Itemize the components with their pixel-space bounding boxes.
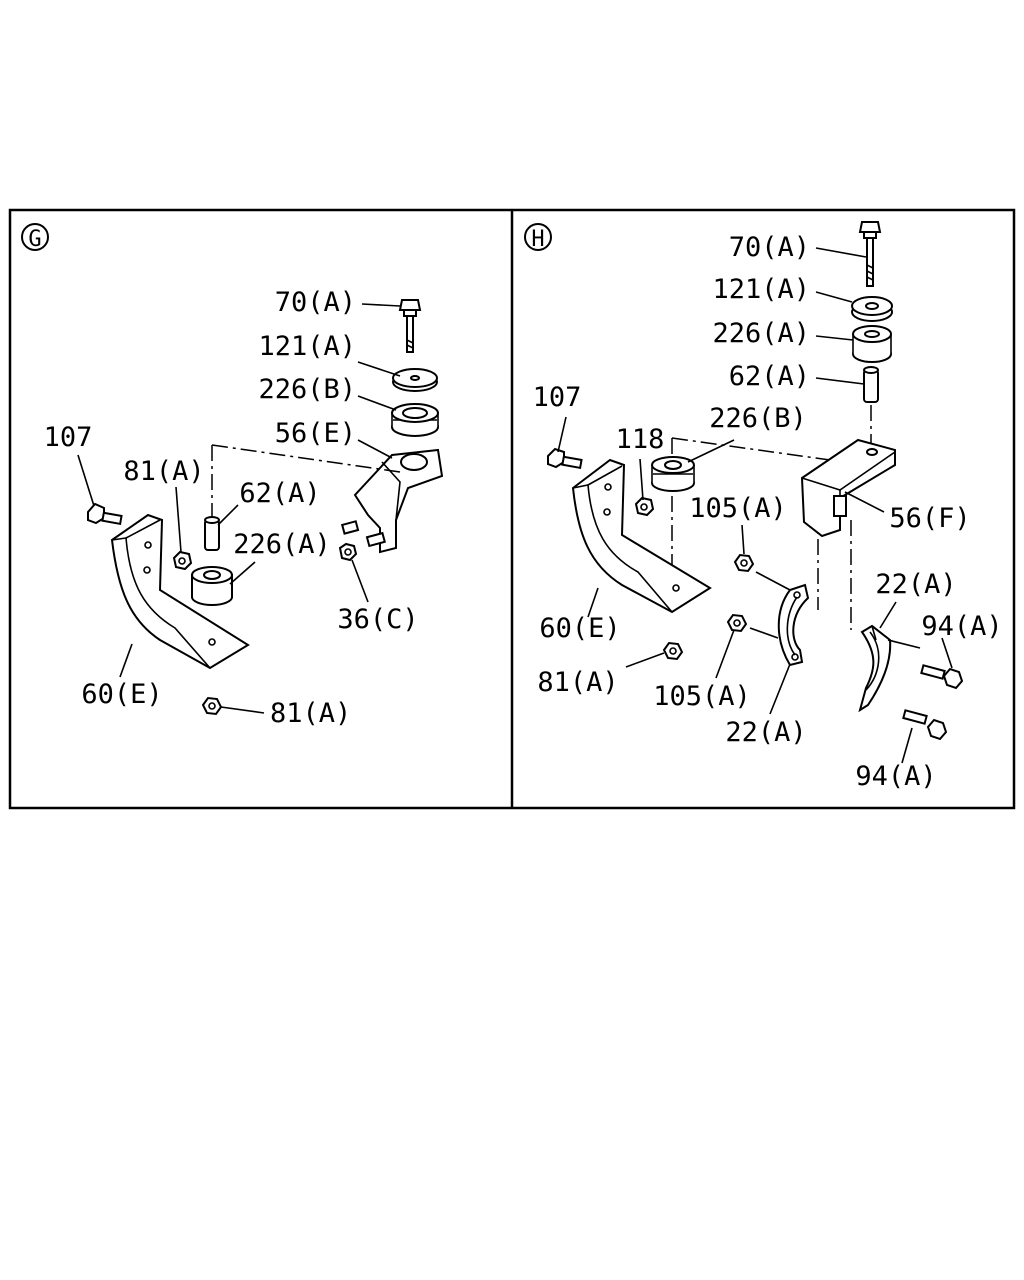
leaders-g <box>77 303 401 714</box>
centerline-g <box>211 444 401 530</box>
label-107-g: 107 <box>44 422 93 453</box>
label-56f-h: 56(F) <box>889 503 970 534</box>
nut-105a-h-lower <box>726 613 748 633</box>
clamp-22a-h-right <box>858 624 892 713</box>
label-62a-h: 62(A) <box>729 361 810 392</box>
nut-81a-g-lower <box>201 696 223 716</box>
bracket-56e <box>353 448 444 554</box>
label-226a-g: 226(A) <box>233 529 331 560</box>
bolt-70a-g <box>398 299 422 353</box>
label-56e-g: 56(E) <box>275 418 356 449</box>
rubber-226b-g <box>391 403 439 437</box>
label-105a-h-upper: 105(A) <box>689 493 787 524</box>
bolt-107-h <box>547 447 583 470</box>
label-121a-g: 121(A) <box>258 331 356 362</box>
panel-h-badge <box>524 223 552 251</box>
label-70a-h: 70(A) <box>729 232 810 263</box>
label-121a-h: 121(A) <box>712 274 810 305</box>
bracket-56f <box>800 438 896 538</box>
label-81a-h-lower: 81(A) <box>537 667 618 698</box>
label-60e-g: 60(E) <box>81 679 162 710</box>
clamp-22a-h-left <box>777 583 810 667</box>
nut-81a-h-lower <box>662 641 684 661</box>
label-81a-g-lower: 81(A) <box>270 698 351 729</box>
label-94a-h-upper: 94(A) <box>921 611 1002 642</box>
label-81a-g-upper: 81(A) <box>123 456 204 487</box>
leaders-h <box>557 247 953 764</box>
washer-121a-g <box>392 368 438 392</box>
bracket-60e-h <box>571 458 712 614</box>
rubber-226b-h <box>651 456 695 492</box>
panel-g-id: G <box>28 227 41 252</box>
label-94a-h-lower: 94(A) <box>855 761 936 792</box>
label-118-h: 118 <box>616 424 665 455</box>
washer-121a-h <box>851 296 893 322</box>
nut-36c <box>338 542 358 562</box>
label-22a-h-right: 22(A) <box>875 569 956 600</box>
collar-62a-h <box>863 366 879 403</box>
panel-h: H <box>524 221 1003 792</box>
nut-105a-h-upper <box>733 553 755 573</box>
bolt-70a-h <box>858 221 882 287</box>
label-22a-h-left: 22(A) <box>725 717 806 748</box>
label-226b-g: 226(B) <box>258 374 356 405</box>
bolt-94a-h-lower <box>902 709 948 741</box>
panel-g: G <box>21 223 444 729</box>
label-226a-h: 226(A) <box>712 318 810 349</box>
bolt-94a-h-upper <box>920 664 964 690</box>
rubber-226a-g <box>191 566 233 606</box>
label-226b-h: 226(B) <box>709 403 807 434</box>
studs-56e <box>340 520 386 548</box>
bracket-60e-g <box>110 513 250 670</box>
nut-81a-h-upper <box>634 496 655 517</box>
label-70a-g: 70(A) <box>275 287 356 318</box>
label-62a-g: 62(A) <box>239 478 320 509</box>
bolt-107-g <box>87 502 123 526</box>
centerline-h <box>671 405 872 630</box>
collar-62a-g <box>204 516 220 551</box>
label-60e-h: 60(E) <box>539 613 620 644</box>
nut-81a-g-upper <box>172 550 193 571</box>
label-107-h: 107 <box>533 382 582 413</box>
label-36c-g: 36(C) <box>337 604 418 635</box>
label-105a-h-lower: 105(A) <box>653 681 751 712</box>
panel-g-badge <box>21 223 49 251</box>
panel-h-id: H <box>531 227 544 252</box>
rubber-226a-h <box>852 325 892 363</box>
